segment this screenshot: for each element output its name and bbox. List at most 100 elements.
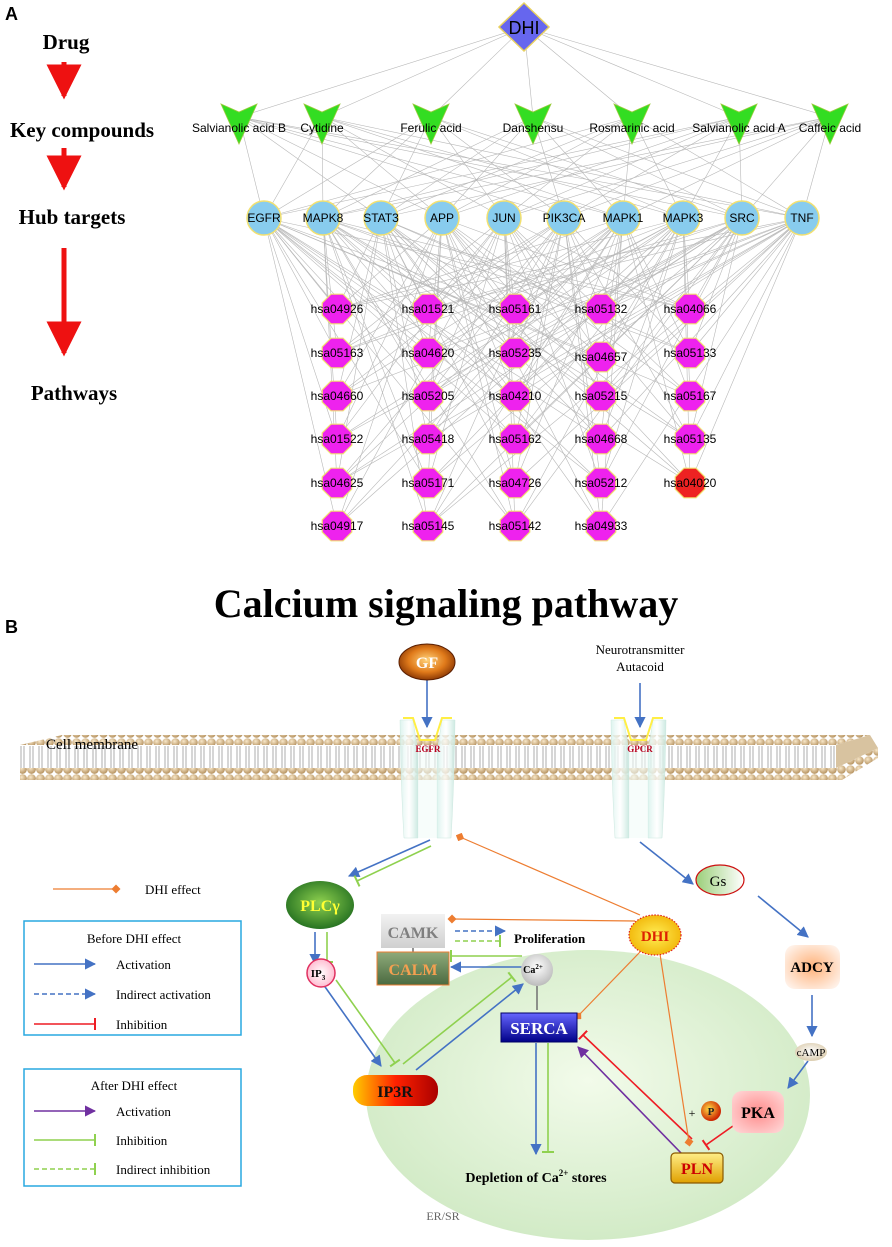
edge-target-pathway [514,217,803,484]
node-gs: Gs [695,864,745,896]
edge-target-pathway [563,217,691,354]
edge-target-pathway [622,217,691,354]
pathway-node-hsa01521 [412,293,444,325]
pathway-label-hsa05418: hsa05418 [402,432,455,446]
pathway-label-hsa01521: hsa01521 [402,302,455,316]
legend-before-title: Before DHI effect [87,931,182,946]
edge-target-pathway [600,217,743,397]
dhi-effect-pln [659,953,694,1147]
edge-compound-target [622,116,831,219]
camk-label: CAMK [388,925,439,942]
edge-target-pathway [427,217,803,354]
node-ip3r: IP3R [353,1075,438,1106]
panel-a-label: A [5,4,18,24]
pathway-label-hsa05171: hsa05171 [402,476,455,490]
target-label-pik3ca: PIK3CA [543,211,586,225]
edge-target-pathway [427,217,743,484]
node-pln: PLN [670,1152,724,1184]
drug-node [497,1,551,53]
edge-target-pathway [380,217,516,484]
pathway-node-hsa05161 [499,293,531,325]
calm-label: CALM [389,962,438,979]
edge-target-pathway [336,217,443,440]
edge-target-pathway [427,217,803,440]
legend-before-activation: Activation [116,957,171,972]
pathway-node-hsa01522 [321,423,353,455]
legend-after: After DHI effect Activation Inhibition I… [23,1068,242,1187]
pathway-label-hsa05132: hsa05132 [575,302,628,316]
pathway-node-hsa04933 [585,510,617,542]
level-labels: Drug Key compounds Hub targets Pathways [10,30,154,405]
edge-drug-compound [523,26,831,118]
pathway-label-hsa04917: hsa04917 [311,519,364,533]
legend-after-inhibition: Inhibition [116,1133,168,1148]
pathway-node-hsa04926 [321,293,353,325]
target-label-app: APP [430,211,454,225]
edge-target-pathway [322,217,691,440]
edge-compound-target [263,116,323,219]
edge-target-pathway [427,217,803,527]
pathway-label-hsa05161: hsa05161 [489,302,542,316]
pathway-node-hsa04210 [499,380,531,412]
ip3-label: IP3 [311,968,326,982]
edge-drug-compound [321,26,525,118]
edge-compound-target [321,116,803,219]
compound-label-salvianolic-acid-a: Salvianolic acid A [692,121,785,135]
edge-ip3r-ca-inhib [402,971,517,1065]
pathway-title: Calcium signaling pathway [214,581,679,626]
edge-target-pathway [600,217,743,310]
edge-target-pathway [689,217,743,354]
pathway-label-hsa05205: hsa05205 [402,389,455,403]
edge-target-pathway [563,217,691,440]
edge-target-pathway [689,217,803,484]
ca-label: Ca2+ [523,963,543,976]
pathway-node-hsa04020 [674,467,706,499]
edge-pln-serca-inhib [578,1029,693,1140]
pathway-node-hsa05418 [412,423,444,455]
node-plcg: PLCγ [286,881,354,929]
edge-compound-target [741,116,831,219]
pathway-node-hsa05142 [499,510,531,542]
target-node-jun [486,200,522,236]
edge-target-pathway [336,217,565,354]
pathway-node-hsa05171 [412,467,444,499]
pathway-label-hsa05167: hsa05167 [664,389,717,403]
edge-target-pathway [336,217,803,310]
legend-before-inhibition: Inhibition [116,1017,168,1032]
compound-node-ferulic-acid [412,103,450,145]
pathway-label-hsa04620: hsa04620 [402,346,455,360]
proliferation-label: Proliferation [514,931,586,946]
edge-compound-target [380,116,831,219]
edge-target-pathway [441,217,602,440]
target-label-mapk1: MAPK1 [603,211,644,225]
level-key-compounds: Key compounds [10,118,154,142]
gs-label: Gs [710,874,727,890]
edge-compound-target [503,116,831,219]
ip3r-label: IP3R [377,1084,413,1101]
pathway-label-hsa05215: hsa05215 [575,389,628,403]
edge-target-pathway [503,217,602,484]
pathway-node-hsa05132 [585,293,617,325]
edge-drug-compound [430,26,525,118]
edge-target-pathway [336,217,624,397]
plus-sign: + [689,1106,696,1120]
target-node-app [424,200,460,236]
edge-target-pathway [689,217,803,354]
level-drug: Drug [43,30,90,54]
edge-compound-target [322,116,831,219]
edge-target-pathway [336,217,505,527]
edge-compound-target [430,116,684,219]
pathway-node-hsa04660 [321,380,353,412]
edge-target-pathway [263,217,691,484]
target-label-tnf: TNF [790,211,813,225]
dhi-effect-camk [447,914,636,924]
edge-target-pathway [336,217,684,440]
edge-target-pathway [263,217,602,440]
edge-target-pathway [514,217,743,440]
legend-before-indirect: Indirect activation [116,987,211,1002]
edge-target-pathway [380,217,691,354]
edge-camp-pka [787,1060,809,1089]
edge-target-pathway [427,217,565,310]
target-node-mapk1 [605,200,641,236]
